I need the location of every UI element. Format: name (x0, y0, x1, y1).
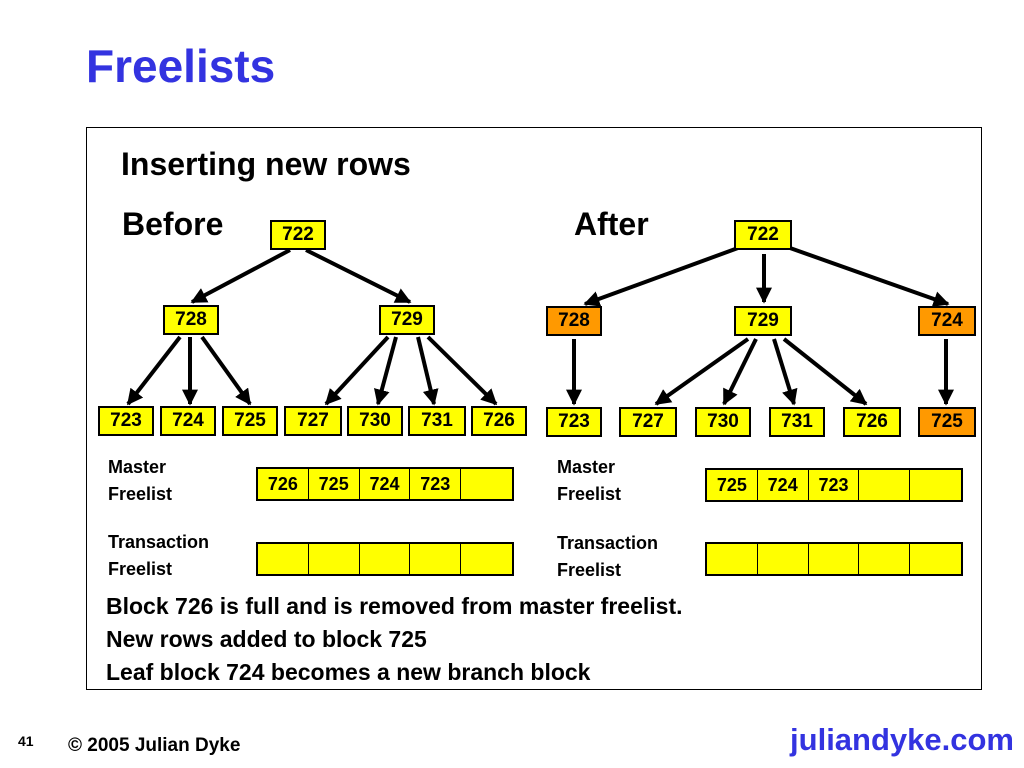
note-line: New rows added to block 725 (106, 626, 427, 652)
before-edge-729-727 (324, 335, 390, 406)
after-leaf-block: 723 (546, 407, 602, 437)
after-edge-729-726 (782, 337, 868, 406)
after-edge-722-724 (789, 246, 950, 307)
freelist-slot (757, 544, 809, 574)
after-root-block: 722 (734, 220, 792, 250)
after-master-freelist-label: Master Freelist (557, 457, 622, 504)
before-leaf-block: 726 (471, 406, 527, 436)
freelist-slot (308, 544, 360, 574)
freelist-slot (859, 470, 911, 500)
before-root-block: 722 (270, 220, 326, 250)
before-edge-729-731 (416, 336, 439, 406)
explanation-notes: Block 726 is full and is removed from ma… (106, 590, 683, 689)
page-number: 41 (18, 733, 34, 749)
website-link[interactable]: juliandyke.com (790, 722, 1014, 757)
freelist-slot (410, 544, 462, 574)
before-leaf-block: 724 (160, 406, 216, 436)
before-transaction-freelist (256, 542, 514, 576)
freelist-slot (707, 544, 758, 574)
after-edge-722-728 (583, 246, 739, 307)
freelist-slot: 725 (308, 469, 360, 499)
before-leaf-block: 727 (284, 406, 342, 436)
before-master-freelist: 726 725 724 723 (256, 467, 514, 501)
freelist-slot: 723 (410, 469, 462, 499)
before-edge-728-723 (126, 335, 182, 406)
after-leaf-block: 731 (769, 407, 825, 437)
diagram-panel (86, 127, 982, 690)
before-label: Before (122, 206, 224, 242)
copyright: © 2005 Julian Dyke (68, 735, 241, 756)
subtitle: Inserting new rows (121, 146, 411, 182)
before-edge-728-725 (200, 335, 252, 406)
before-edge-722-728 (190, 248, 291, 304)
before-branch-block: 728 (163, 305, 219, 335)
after-leaf-block: 727 (619, 407, 677, 437)
before-edge-729-730 (374, 336, 398, 406)
after-master-freelist: 725 724 723 (705, 468, 963, 502)
freelist-slot (461, 469, 512, 499)
after-edge-729-727 (654, 337, 750, 406)
after-edge-729-731 (772, 338, 798, 406)
after-branch-block: 729 (734, 306, 792, 336)
freelist-slot: 726 (258, 469, 309, 499)
freelist-slot (859, 544, 911, 574)
after-branch-block-changed: 724 (918, 306, 976, 336)
after-branch-block-changed: 728 (546, 306, 602, 336)
freelist-slot (808, 544, 860, 574)
slide-title: Freelists (86, 40, 276, 92)
before-branch-block: 729 (379, 305, 435, 335)
freelist-slot (258, 544, 309, 574)
after-leaf-block-changed: 725 (918, 407, 976, 437)
freelist-slot: 725 (707, 470, 758, 500)
after-edge-729-730 (722, 338, 758, 406)
note-line: Leaf block 724 becomes a new branch bloc… (106, 659, 591, 685)
after-transaction-freelist (705, 542, 963, 576)
after-leaf-block: 730 (695, 407, 751, 437)
freelist-slot: 723 (808, 470, 860, 500)
freelist-slot: 724 (359, 469, 411, 499)
freelist-slot: 724 (757, 470, 809, 500)
before-leaf-block: 723 (98, 406, 154, 436)
after-label: After (574, 206, 649, 242)
freelist-slot (461, 544, 512, 574)
before-leaf-block: 730 (347, 406, 403, 436)
freelist-slot (910, 470, 961, 500)
freelist-slot (359, 544, 411, 574)
note-line: Block 726 is full and is removed from ma… (106, 593, 683, 619)
before-edge-729-726 (426, 335, 498, 406)
before-master-freelist-label: Master Freelist (108, 457, 173, 504)
before-leaf-block: 725 (222, 406, 278, 436)
freelist-slot (910, 544, 961, 574)
before-leaf-block: 731 (408, 406, 466, 436)
after-transaction-freelist-label: Transaction Freelist (557, 533, 659, 580)
before-transaction-freelist-label: Transaction Freelist (108, 532, 210, 579)
before-edge-722-729 (305, 248, 412, 304)
after-leaf-block: 726 (843, 407, 901, 437)
